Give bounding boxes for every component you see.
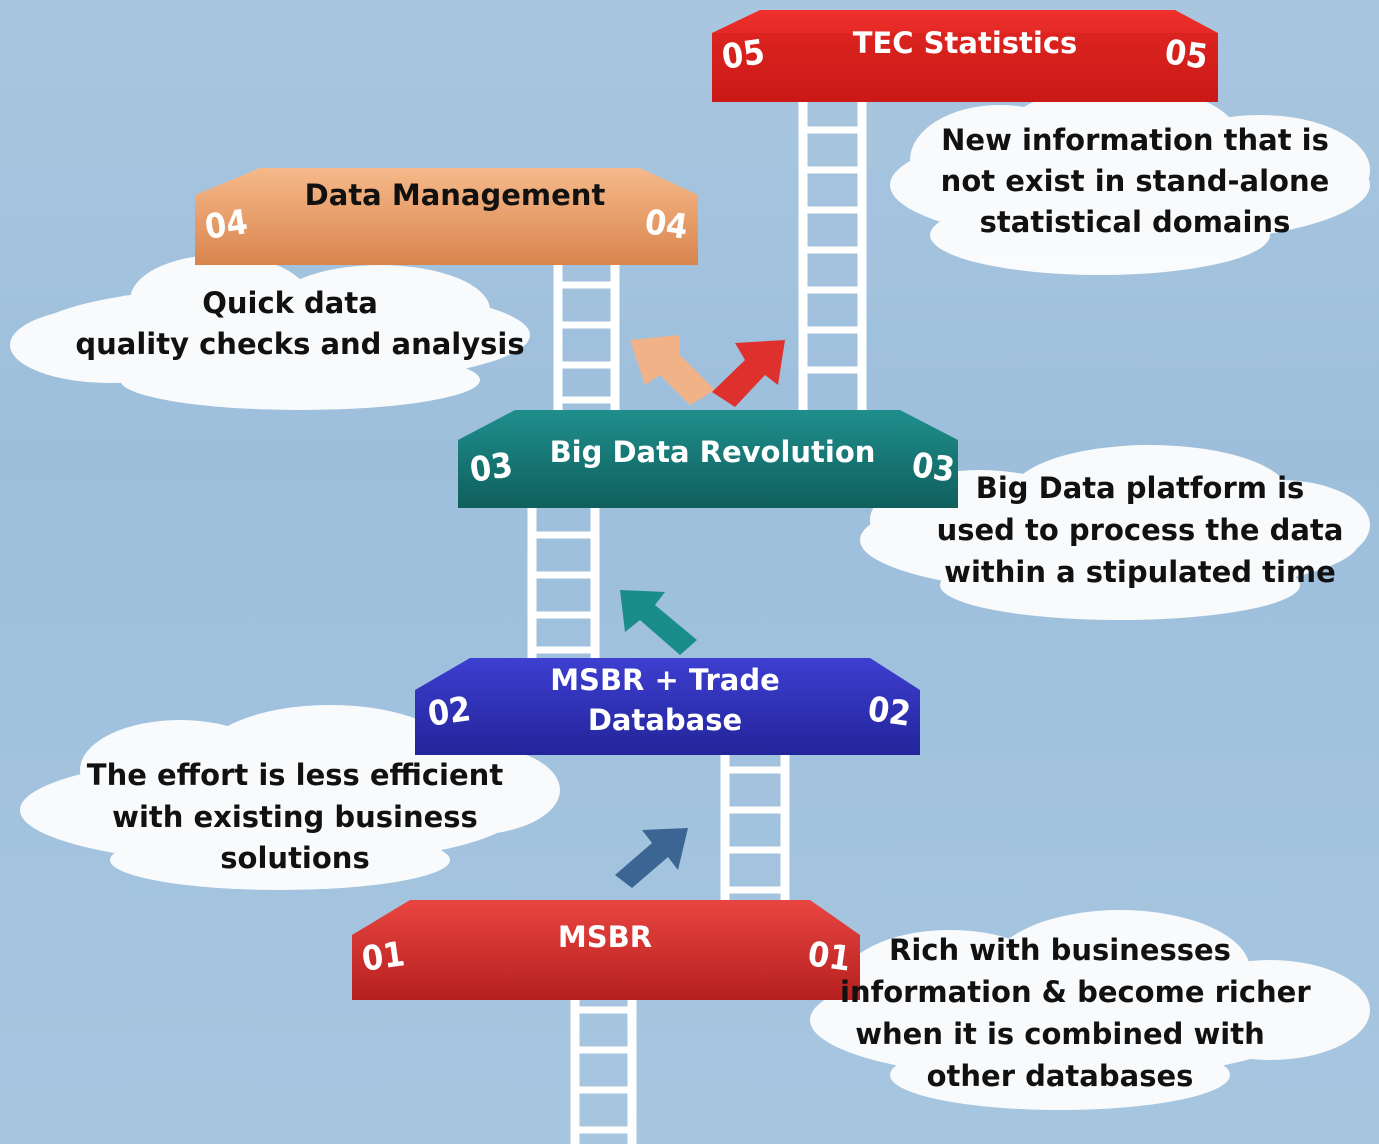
step-03-note-line-1: Big Data platform is xyxy=(975,471,1305,505)
step-01-plate xyxy=(352,900,860,1000)
step-02-number-right: 02 xyxy=(865,689,914,735)
ladders xyxy=(527,85,867,1144)
step-03-note-line-2: used to process the data xyxy=(936,513,1344,547)
step-02-number-left: 02 xyxy=(425,689,474,735)
arrow-to-03 xyxy=(620,590,697,655)
step-05-note-line-1: New information that is xyxy=(941,123,1329,157)
step-02-title-line-1: MSBR + Trade xyxy=(550,663,780,697)
arrows xyxy=(615,335,785,888)
step-01-note-line-3: when it is combined with xyxy=(855,1017,1265,1051)
step-03-number-left: 03 xyxy=(467,445,516,491)
step-02-note-line-2: with existing business xyxy=(112,800,478,834)
step-02-plate xyxy=(415,658,920,755)
step-04-number-right: 04 xyxy=(642,202,691,248)
step-05-note-line-3: statistical domains xyxy=(979,205,1291,239)
step-02-note-line-3: solutions xyxy=(220,841,370,875)
step-05-note-line-2: not exist in stand-alone xyxy=(940,164,1330,198)
arrow-to-05 xyxy=(712,340,785,407)
step-04-plate xyxy=(195,168,698,265)
step-01-note-line-4: other databases xyxy=(926,1059,1194,1093)
step-03-plate xyxy=(458,410,958,508)
step-01-number-left: 01 xyxy=(359,934,408,980)
step-04-number-left: 04 xyxy=(202,202,251,248)
step-03-title: Big Data Revolution xyxy=(549,435,876,469)
step-01-note-line-1: Rich with businesses xyxy=(889,933,1231,967)
step-05-title: TEC Statistics xyxy=(852,26,1078,60)
step-01-note-line-2: information & become richer xyxy=(840,975,1311,1009)
step-01-title: MSBR xyxy=(557,920,653,954)
arrow-to-04 xyxy=(630,335,715,405)
step-05-plate xyxy=(712,10,1218,102)
step-04-note-line-2: quality checks and analysis xyxy=(75,327,525,361)
step-03-note-line-3: within a stipulated time xyxy=(944,555,1336,589)
cloud-shapes xyxy=(10,85,1370,1110)
step-04-title: Data Management xyxy=(304,178,606,212)
step-02-note-line-1: The effort is less efficient xyxy=(86,758,504,792)
arrow-to-02 xyxy=(615,828,688,888)
step-04-note-line-1: Quick data xyxy=(202,286,378,320)
step-02-title-line-2: Database xyxy=(587,703,743,737)
